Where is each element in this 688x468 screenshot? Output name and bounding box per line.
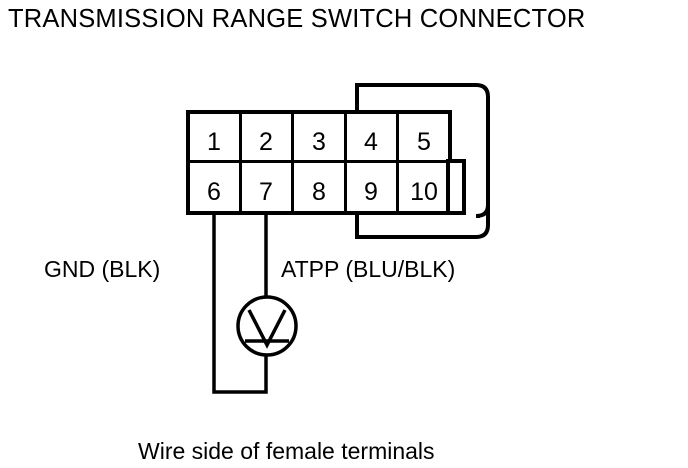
pin-cell-7: 7: [259, 178, 273, 206]
label-gnd: GND (BLK): [44, 256, 160, 282]
page-title: TRANSMISSION RANGE SWITCH CONNECTOR: [8, 5, 585, 33]
pin-cell-3: 3: [312, 128, 326, 156]
shell-upper-outline: [355, 83, 490, 218]
connector-shell: [355, 83, 490, 239]
wiring: [212, 213, 268, 394]
voltmeter-v-glyph: [247, 309, 287, 349]
grid-extra-cell: [446, 159, 466, 215]
pin-cell-1: 1: [207, 128, 221, 156]
pin-cell-5: 5: [417, 128, 431, 156]
wire-gnd: [212, 213, 268, 394]
label-atpp: ATPP (BLU/BLK): [281, 256, 455, 282]
pin-cell-9: 9: [364, 178, 378, 206]
pin-cell-6: 6: [207, 178, 221, 206]
shell-lower-outline: [355, 205, 490, 239]
pin-cell-10: 10: [410, 178, 438, 206]
diagram-caption: Wire side of female terminals: [138, 438, 435, 464]
voltmeter-icon: [236, 295, 298, 357]
pin-cell-4: 4: [364, 128, 378, 156]
terminal-grid: 1 2 3 4 5 6 7 8 9 10: [186, 110, 466, 215]
pin-cell-2: 2: [259, 128, 273, 156]
pin-cell-8: 8: [312, 178, 326, 206]
